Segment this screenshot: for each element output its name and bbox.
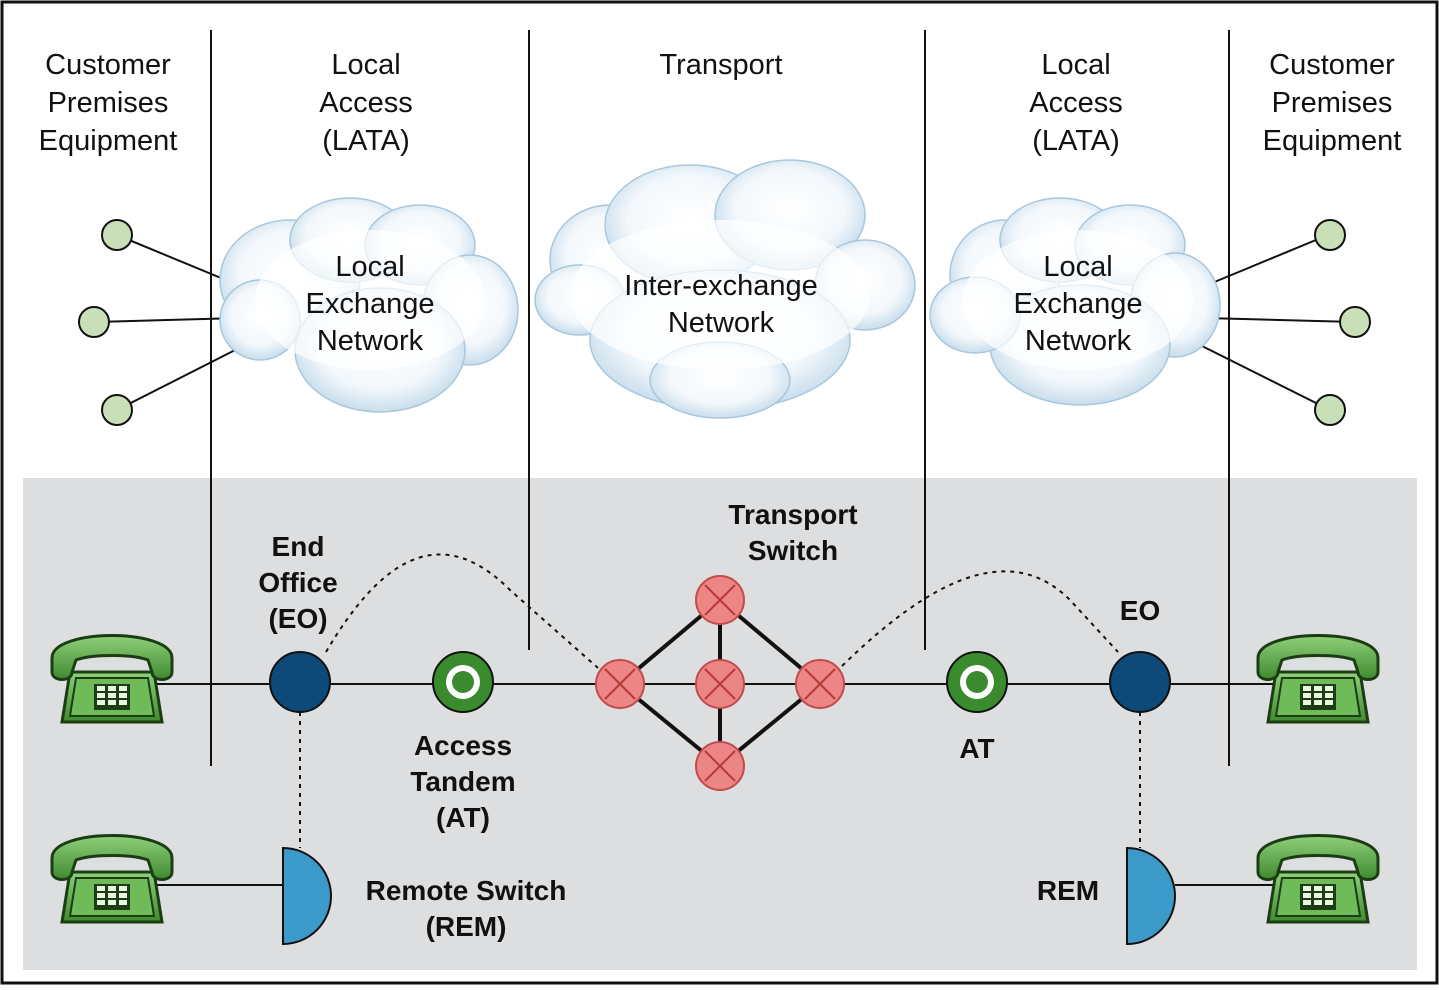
transport-switch-node: [795, 659, 845, 709]
cpe-node: [1314, 219, 1346, 251]
cpe-nodes: [78, 219, 1371, 426]
cpe-node: [101, 219, 133, 251]
dotted-links: [299, 553, 1141, 848]
end-office-node: [1109, 651, 1171, 713]
remote-switch-node: [1126, 846, 1176, 946]
cpe-node: [1314, 394, 1346, 426]
remote-switch-node: [282, 846, 332, 946]
telephone-icon: [50, 834, 174, 924]
region-dividers: [210, 30, 1230, 766]
label-at-right: AT: [959, 733, 994, 764]
cpe-node: [101, 394, 133, 426]
access-tandem-node: [432, 651, 494, 713]
cpe-links: [93, 234, 1356, 411]
cpe-node: [78, 306, 110, 338]
label-rem-right: REM: [1037, 875, 1099, 906]
telephone-icon: [1256, 834, 1380, 924]
cpe-node: [1339, 306, 1371, 338]
transport-switch-node: [595, 659, 645, 709]
label-eo-right: EO: [1120, 595, 1160, 626]
telephone-icon: [1256, 634, 1380, 724]
telephone-icon: [50, 634, 174, 724]
transport-switch-node: [695, 659, 745, 709]
header-transport: Transport: [659, 49, 782, 81]
label-remote-switch: Remote Switch(REM): [366, 875, 567, 942]
transport-switch-node: [695, 575, 745, 625]
access-tandem-node: [946, 651, 1008, 713]
transport-switch-node: [695, 741, 745, 791]
end-office-node: [269, 651, 331, 713]
